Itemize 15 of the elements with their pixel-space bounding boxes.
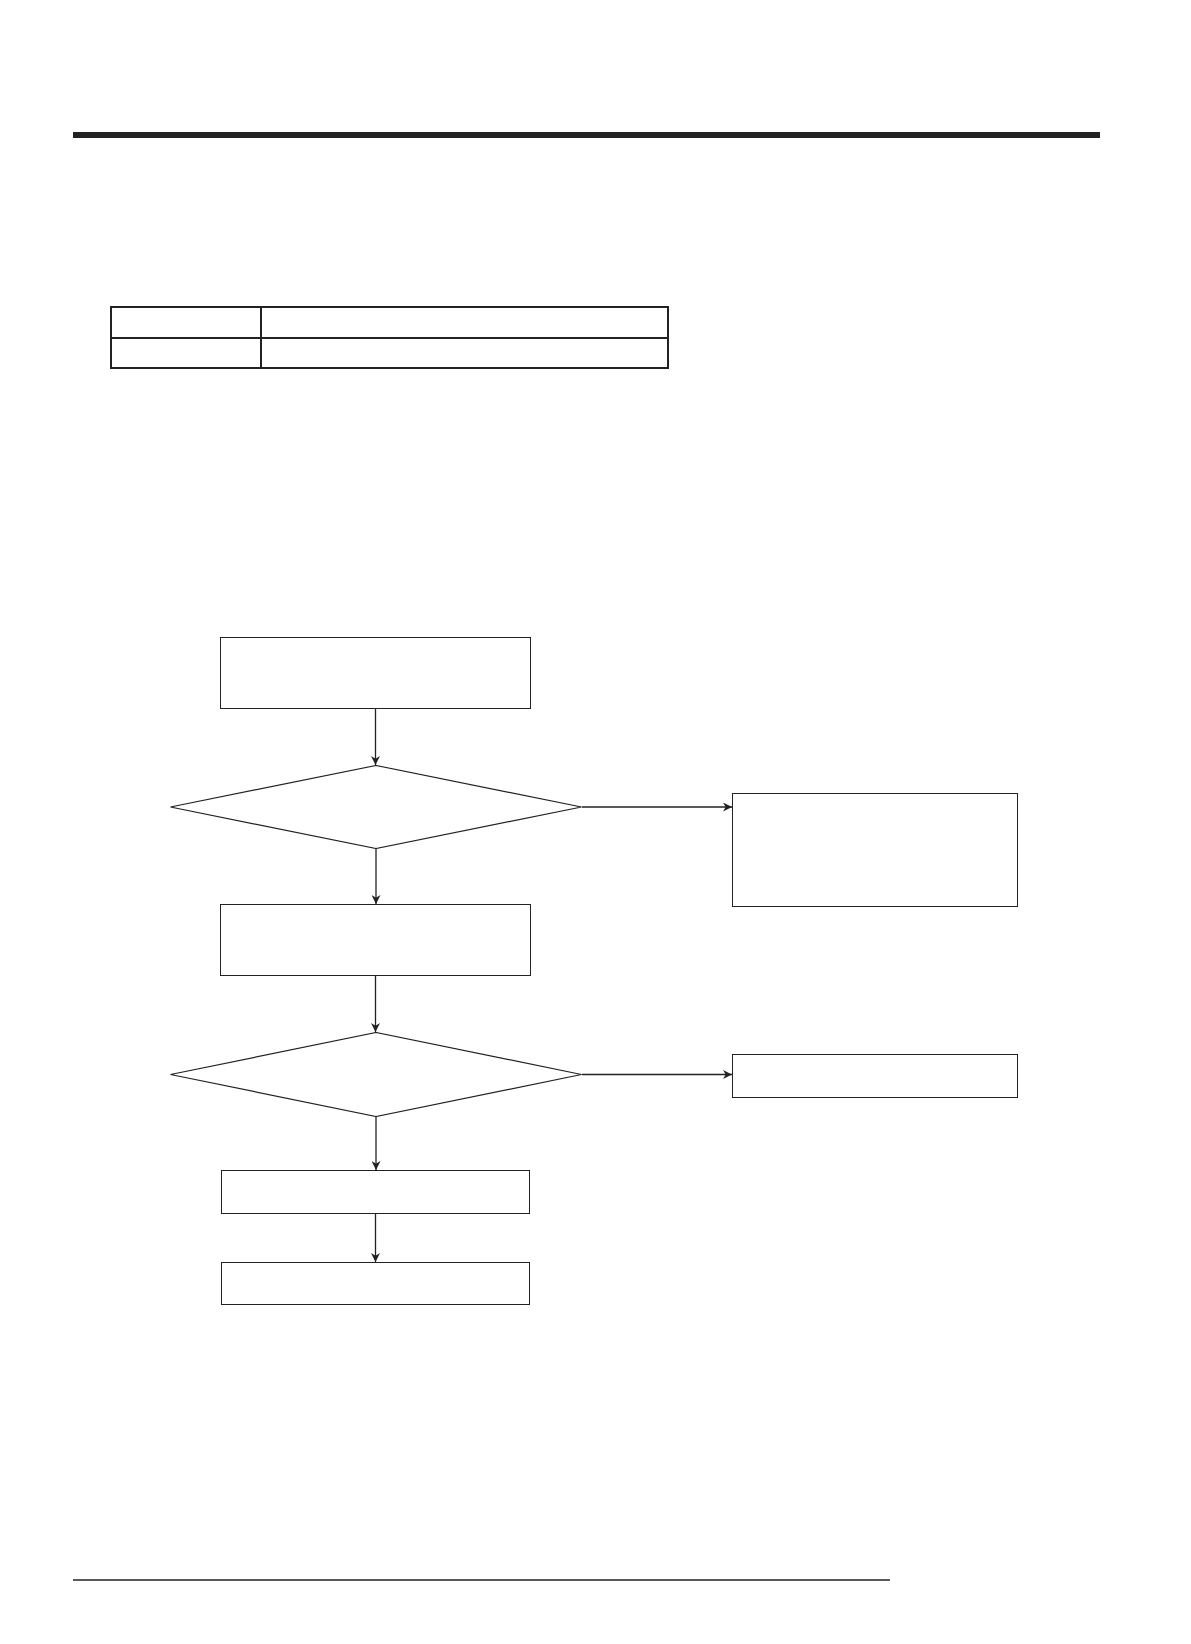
arrow [371,848,381,905]
arrow [581,1070,733,1079]
process-box [732,793,1018,907]
process-box [220,904,531,976]
arrow [581,802,733,812]
arrow [371,1213,380,1263]
decision-diamond [170,1032,582,1117]
arrow [371,975,380,1033]
process-box [221,1170,530,1214]
arrow [371,708,380,766]
process-box [732,1054,1018,1098]
decision-diamond [170,765,582,849]
arrow [371,1116,381,1171]
process-box [221,1262,530,1305]
process-box [220,637,531,709]
